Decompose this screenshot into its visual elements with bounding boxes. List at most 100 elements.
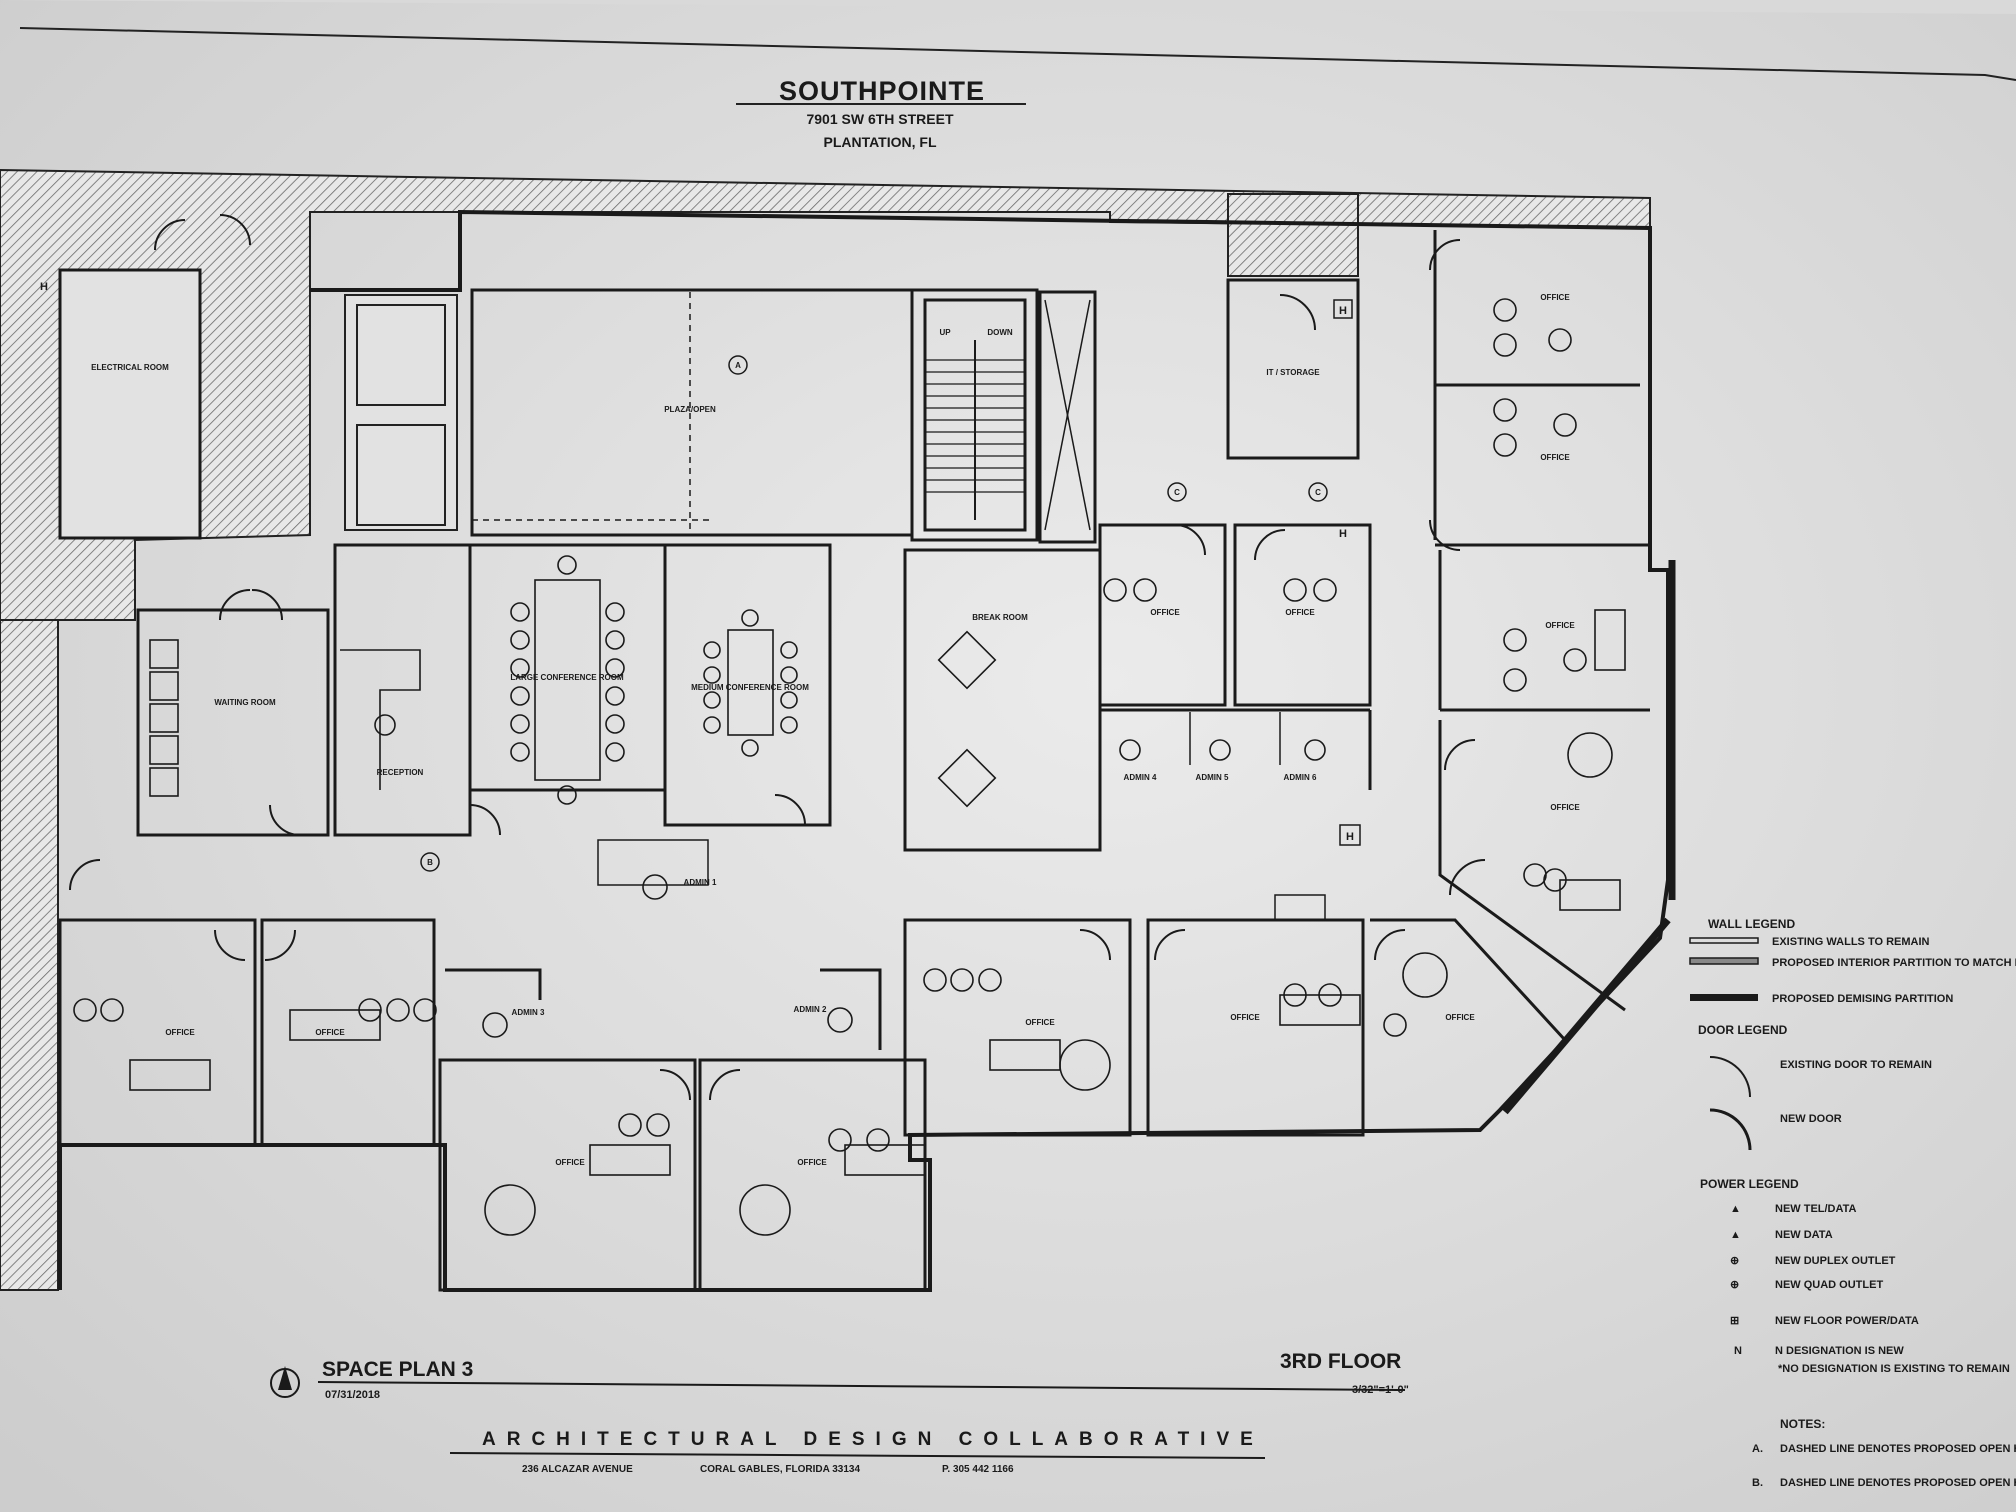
office-label: OFFICE bbox=[1550, 803, 1580, 812]
svg-text:N DESIGNATION IS NEW: N DESIGNATION IS NEW bbox=[1775, 1345, 1904, 1357]
room-it-storage: IT / STORAGE bbox=[1266, 368, 1320, 377]
power-legend-item: ⊕ NEW QUAD OUTLET bbox=[1730, 1279, 1883, 1291]
office-label: OFFICE bbox=[165, 1028, 195, 1037]
hc-symbol: H bbox=[1339, 824, 1361, 846]
svg-text:NEW QUAD OUTLET: NEW QUAD OUTLET bbox=[1775, 1279, 1883, 1291]
firm-name: ARCHITECTURAL DESIGN COLLABORATIVE bbox=[482, 1429, 1264, 1450]
firm-phone: P. 305 442 1166 bbox=[942, 1464, 1014, 1475]
svg-text:B.: B. bbox=[1752, 1477, 1763, 1489]
svg-text:NEW DOOR: NEW DOOR bbox=[1780, 1113, 1842, 1125]
svg-text:H: H bbox=[1339, 528, 1347, 540]
office-label: OFFICE bbox=[1540, 293, 1570, 302]
power-legend-item: N N DESIGNATION IS NEW bbox=[1734, 1345, 1904, 1357]
power-legend-item: ▲ NEW TEL/DATA bbox=[1730, 1203, 1857, 1215]
stair-treads bbox=[925, 340, 1025, 520]
svg-text:C: C bbox=[1315, 488, 1321, 497]
project-header: SOUTHPOINTE 7901 SW 6TH STREET PLANTATIO… bbox=[736, 76, 1026, 150]
power-legend-item: *NO DESIGNATION IS EXISTING TO REMAIN bbox=[1778, 1363, 2010, 1375]
door-legend-item: EXISTING DOOR TO REMAIN bbox=[1709, 1056, 1932, 1098]
room-admin-2: ADMIN 2 bbox=[794, 1005, 827, 1014]
svg-text:DASHED LINE DENOTES PROPOSED O: DASHED LINE DENOTES PROPOSED OPEN HEADER… bbox=[1780, 1443, 2016, 1455]
room-admin-3: ADMIN 3 bbox=[512, 1008, 545, 1017]
project-address-line1: 7901 SW 6TH STREET bbox=[806, 111, 953, 127]
project-title: SOUTHPOINTE bbox=[779, 76, 985, 106]
notes-heading: NOTES: bbox=[1780, 1417, 1825, 1431]
wall-legend-heading: WALL LEGEND bbox=[1708, 917, 1795, 931]
room-labels: ELECTRICAL ROOM PLAZA/OPEN WAITING ROOM … bbox=[40, 281, 1580, 1167]
room-electrical: ELECTRICAL ROOM bbox=[91, 363, 169, 372]
furniture bbox=[73, 298, 1626, 1236]
office-label: OFFICE bbox=[1540, 453, 1570, 462]
wall-legend-item: EXISTING WALLS TO REMAIN bbox=[1689, 936, 1930, 948]
hc-symbol: H bbox=[1339, 528, 1347, 540]
svg-text:A: A bbox=[735, 361, 741, 370]
firm-address: 236 ALCAZAR AVENUE bbox=[522, 1464, 633, 1475]
room-break: BREAK ROOM bbox=[972, 613, 1028, 622]
door-legend-item: NEW DOOR bbox=[1709, 1108, 1842, 1151]
room-admin-4: ADMIN 4 bbox=[1124, 773, 1157, 782]
tag-c: C bbox=[1308, 482, 1328, 502]
door-legend-heading: DOOR LEGEND bbox=[1698, 1023, 1788, 1037]
svg-text:▲: ▲ bbox=[1730, 1229, 1741, 1241]
room-plaza: PLAZA/OPEN bbox=[664, 405, 716, 414]
power-legend-item: ⊕ NEW DUPLEX OUTLET bbox=[1730, 1255, 1896, 1267]
plan-name: SPACE PLAN 3 bbox=[322, 1358, 473, 1381]
north-arrow-icon bbox=[270, 1366, 300, 1398]
legend: WALL LEGEND EXISTING WALLS TO REMAIN PRO… bbox=[1689, 917, 2016, 1489]
room-admin-1: ADMIN 1 bbox=[684, 878, 717, 887]
firm-city: CORAL GABLES, FLORIDA 33134 bbox=[700, 1464, 860, 1475]
scale-label: 3/32"=1'-0" bbox=[1352, 1384, 1409, 1396]
room-admin-5: ADMIN 5 bbox=[1196, 773, 1229, 782]
svg-text:PROPOSED DEMISING PARTITION: PROPOSED DEMISING PARTITION bbox=[1772, 993, 1953, 1005]
svg-text:H: H bbox=[1339, 305, 1347, 317]
wall-legend-item: PROPOSED DEMISING PARTITION bbox=[1690, 993, 1953, 1005]
office-label: OFFICE bbox=[1025, 1018, 1055, 1027]
svg-text:NEW FLOOR POWER/DATA: NEW FLOOR POWER/DATA bbox=[1775, 1315, 1919, 1327]
svg-text:⊕: ⊕ bbox=[1730, 1279, 1739, 1291]
office-label: OFFICE bbox=[1150, 608, 1180, 617]
wall-legend-item: PROPOSED INTERIOR PARTITION TO MATCH EXI… bbox=[1689, 957, 2016, 969]
office-label: OFFICE bbox=[1285, 608, 1315, 617]
office-label: OFFICE bbox=[797, 1158, 827, 1167]
svg-text:C: C bbox=[1174, 488, 1180, 497]
svg-text:EXISTING WALLS TO REMAIN: EXISTING WALLS TO REMAIN bbox=[1772, 936, 1930, 948]
hc-symbol: H bbox=[1333, 299, 1353, 319]
room-admin-6: ADMIN 6 bbox=[1284, 773, 1317, 782]
tag-b: B bbox=[420, 852, 440, 872]
svg-text:B: B bbox=[427, 858, 433, 867]
svg-text:H: H bbox=[40, 281, 48, 293]
svg-text:DASHED LINE DENOTES PROPOSED O: DASHED LINE DENOTES PROPOSED OPEN HEADER… bbox=[1780, 1477, 2016, 1489]
tag-a: A bbox=[728, 355, 748, 375]
existing-door-icon bbox=[1709, 1056, 1751, 1098]
building-outline bbox=[58, 209, 1676, 1292]
stair-down-label: DOWN bbox=[987, 328, 1013, 337]
sheet-border bbox=[19, 27, 2016, 81]
svg-text:NEW DATA: NEW DATA bbox=[1775, 1229, 1833, 1241]
office-label: OFFICE bbox=[1445, 1013, 1475, 1022]
svg-text:PROPOSED INTERIOR PARTITION TO: PROPOSED INTERIOR PARTITION TO MATCH EXI… bbox=[1772, 957, 2016, 969]
room-reception: RECEPTION bbox=[377, 768, 424, 777]
office-label: OFFICE bbox=[1230, 1013, 1260, 1022]
power-legend-item: ▲ NEW DATA bbox=[1730, 1229, 1833, 1241]
room-medium-conference: MEDIUM CONFERENCE ROOM bbox=[691, 683, 809, 692]
office-label: OFFICE bbox=[1545, 621, 1575, 630]
note-item: B. DASHED LINE DENOTES PROPOSED OPEN HEA… bbox=[1752, 1477, 2016, 1489]
note-item: A. DASHED LINE DENOTES PROPOSED OPEN HEA… bbox=[1752, 1443, 2016, 1455]
svg-text:⊞: ⊞ bbox=[1730, 1315, 1739, 1327]
svg-text:NEW DUPLEX OUTLET: NEW DUPLEX OUTLET bbox=[1775, 1255, 1896, 1267]
svg-text:H: H bbox=[1346, 831, 1354, 843]
project-address-line2: PLANTATION, FL bbox=[823, 134, 936, 150]
new-door-icon bbox=[1709, 1108, 1752, 1151]
hc-symbol: H bbox=[40, 281, 48, 293]
floor-label: 3RD FLOOR bbox=[1280, 1350, 1401, 1373]
svg-text:*NO DESIGNATION IS EXISTING TO: *NO DESIGNATION IS EXISTING TO REMAIN bbox=[1778, 1363, 2010, 1375]
power-legend-heading: POWER LEGEND bbox=[1700, 1177, 1799, 1191]
door-swings bbox=[69, 214, 1486, 1101]
svg-text:⊕: ⊕ bbox=[1730, 1255, 1739, 1267]
room-large-conference: LARGE CONFERENCE ROOM bbox=[510, 673, 624, 682]
plan-date: 07/31/2018 bbox=[325, 1389, 380, 1401]
office-label: OFFICE bbox=[315, 1028, 345, 1037]
svg-text:EXISTING DOOR TO REMAIN: EXISTING DOOR TO REMAIN bbox=[1780, 1059, 1932, 1071]
